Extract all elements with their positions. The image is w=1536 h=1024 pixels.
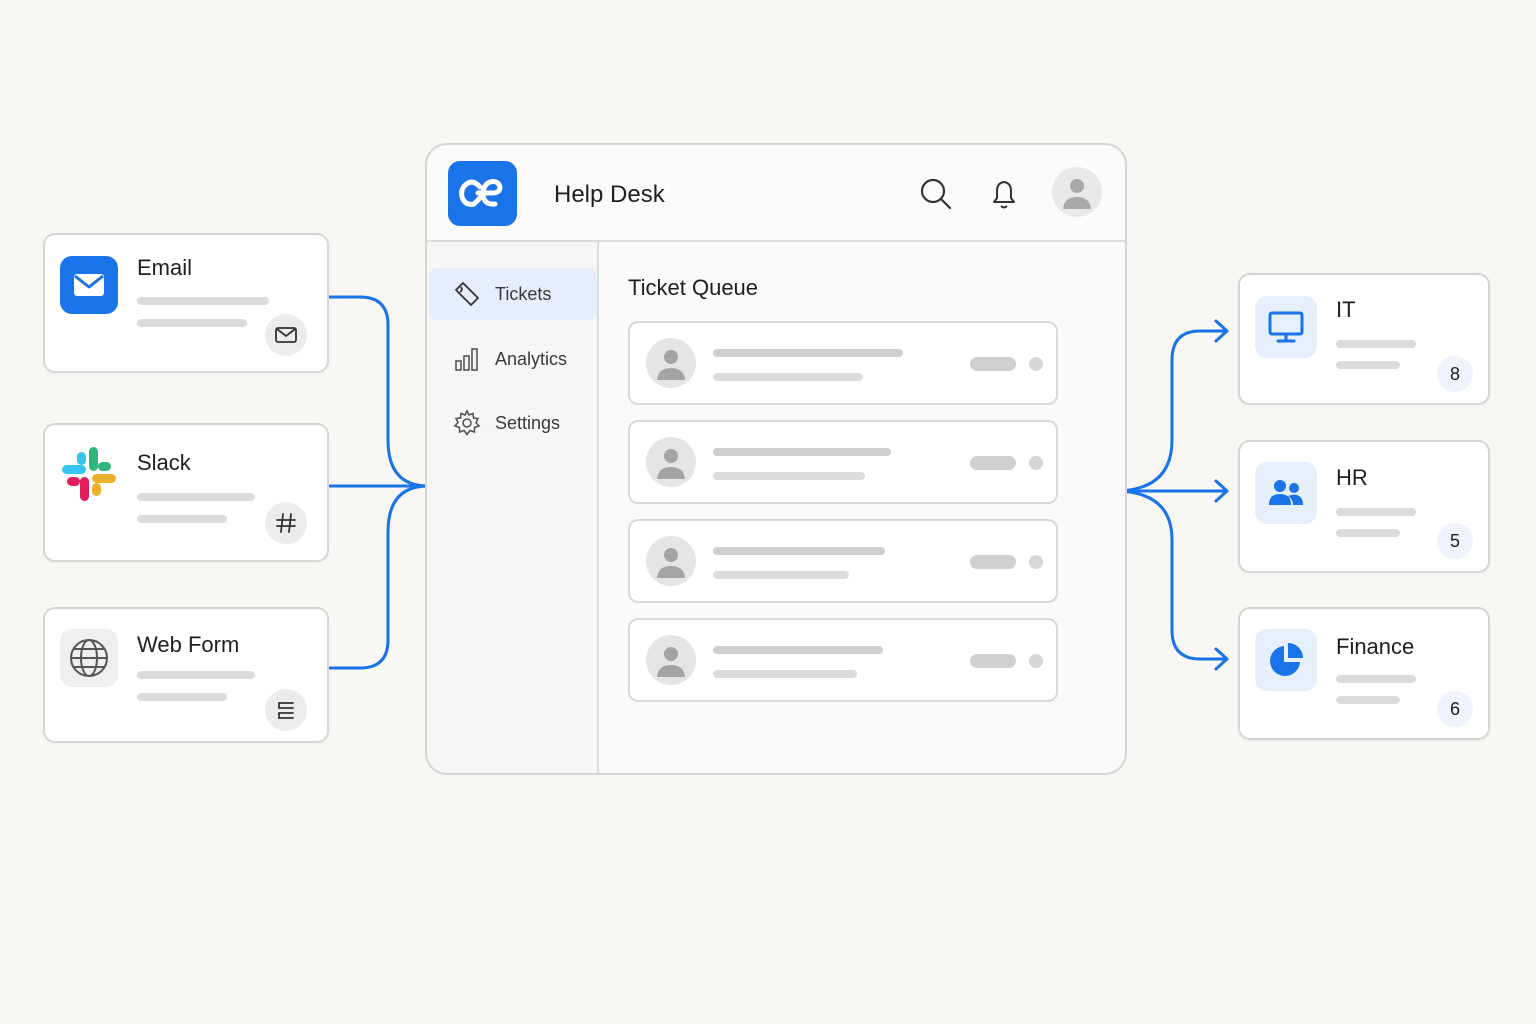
sidebar-item-settings[interactable]: Settings — [429, 397, 597, 449]
form-lines-icon[interactable] — [265, 689, 307, 731]
count-badge: 5 — [1437, 523, 1473, 559]
sidebar-item-label: Analytics — [495, 348, 568, 369]
ticket-row[interactable] — [628, 420, 1058, 504]
ticket-row[interactable] — [628, 519, 1058, 603]
destination-card-hr[interactable]: HR 5 — [1238, 440, 1490, 573]
source-label: Slack — [137, 450, 191, 475]
source-card-email[interactable]: Email — [43, 233, 329, 373]
count-badge: 6 — [1437, 691, 1473, 727]
avatar — [646, 338, 696, 388]
ticket-row[interactable] — [628, 321, 1058, 405]
connector-webform — [328, 484, 430, 670]
people-icon — [1255, 462, 1317, 524]
avatar — [646, 635, 696, 685]
pie-chart-icon — [1255, 629, 1317, 691]
source-label: Email — [137, 255, 193, 280]
connector-it — [1112, 329, 1228, 493]
sidebar: Tickets Analytics Settings — [427, 242, 599, 773]
source-label: Web Form — [137, 632, 240, 657]
ticket-row[interactable] — [628, 618, 1058, 702]
bar-chart-icon — [453, 345, 481, 373]
destination-label: Finance — [1336, 634, 1415, 659]
destination-label: IT — [1336, 297, 1356, 322]
gear-icon — [453, 409, 481, 437]
source-card-slack[interactable]: Slack — [43, 423, 329, 562]
ticket-icon — [453, 280, 481, 308]
app-title: Help Desk — [554, 181, 665, 208]
destination-card-finance[interactable]: Finance 6 — [1238, 607, 1490, 740]
avatar — [646, 536, 696, 586]
sidebar-item-label: Settings — [495, 412, 561, 433]
connector-finance — [1112, 489, 1228, 661]
destination-label: HR — [1336, 465, 1368, 490]
monitor-icon — [1255, 296, 1317, 358]
count-badge: 8 — [1437, 356, 1473, 392]
search-icon[interactable] — [919, 177, 953, 211]
sidebar-item-tickets[interactable]: Tickets — [429, 268, 597, 320]
destination-card-it[interactable]: IT 8 — [1238, 273, 1490, 405]
source-card-webform[interactable]: Web Form — [43, 607, 329, 743]
main-title: Ticket Queue — [628, 275, 759, 300]
app-logo[interactable] — [448, 161, 517, 226]
mail-icon[interactable] — [265, 314, 307, 356]
hash-icon[interactable] — [265, 502, 307, 544]
app-header: Help Desk — [427, 145, 1125, 242]
envelope-icon — [60, 256, 118, 314]
user-avatar[interactable] — [1052, 167, 1102, 217]
connector-email — [328, 295, 457, 488]
globe-icon — [60, 629, 118, 687]
slack-logo-icon — [60, 445, 118, 503]
sidebar-item-label: Tickets — [495, 283, 552, 304]
bell-icon[interactable] — [988, 177, 1020, 211]
help-desk-window: Help Desk Tickets — [425, 143, 1127, 775]
avatar — [646, 437, 696, 487]
sidebar-item-analytics[interactable]: Analytics — [429, 333, 597, 385]
